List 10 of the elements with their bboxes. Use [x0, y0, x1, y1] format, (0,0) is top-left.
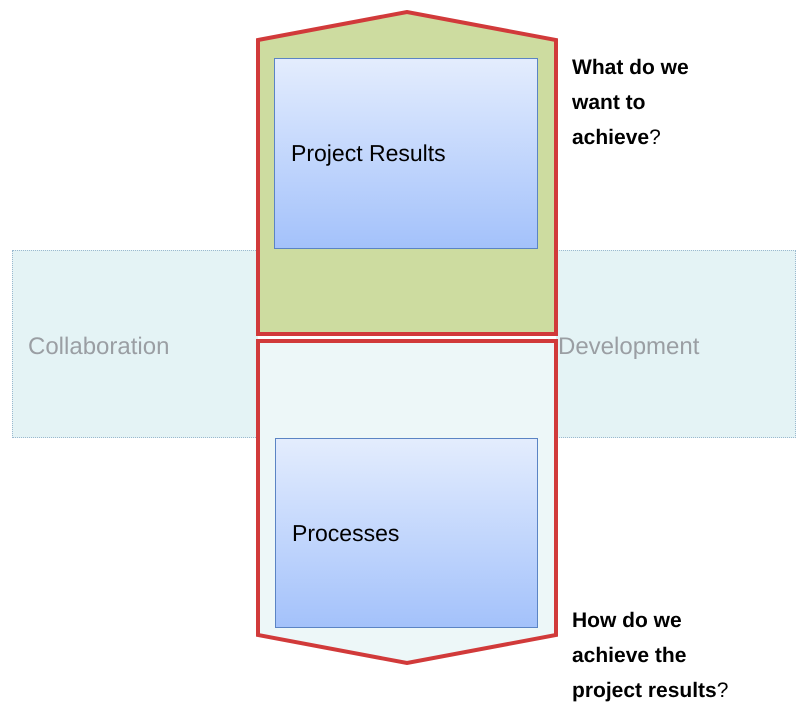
process-box — [275, 438, 538, 628]
chevron-shape — [256, 339, 558, 665]
question-text: What do we want to achieve? — [572, 55, 690, 151]
box-label: Project Results — [291, 139, 446, 168]
band-label: Development — [558, 332, 700, 362]
pentagon-shape — [256, 10, 558, 336]
box-label: Processes — [292, 518, 400, 548]
process-box — [274, 58, 538, 249]
question-text: How do we achieve the project results? — [572, 608, 730, 704]
band-label: Collaboration — [28, 332, 170, 362]
